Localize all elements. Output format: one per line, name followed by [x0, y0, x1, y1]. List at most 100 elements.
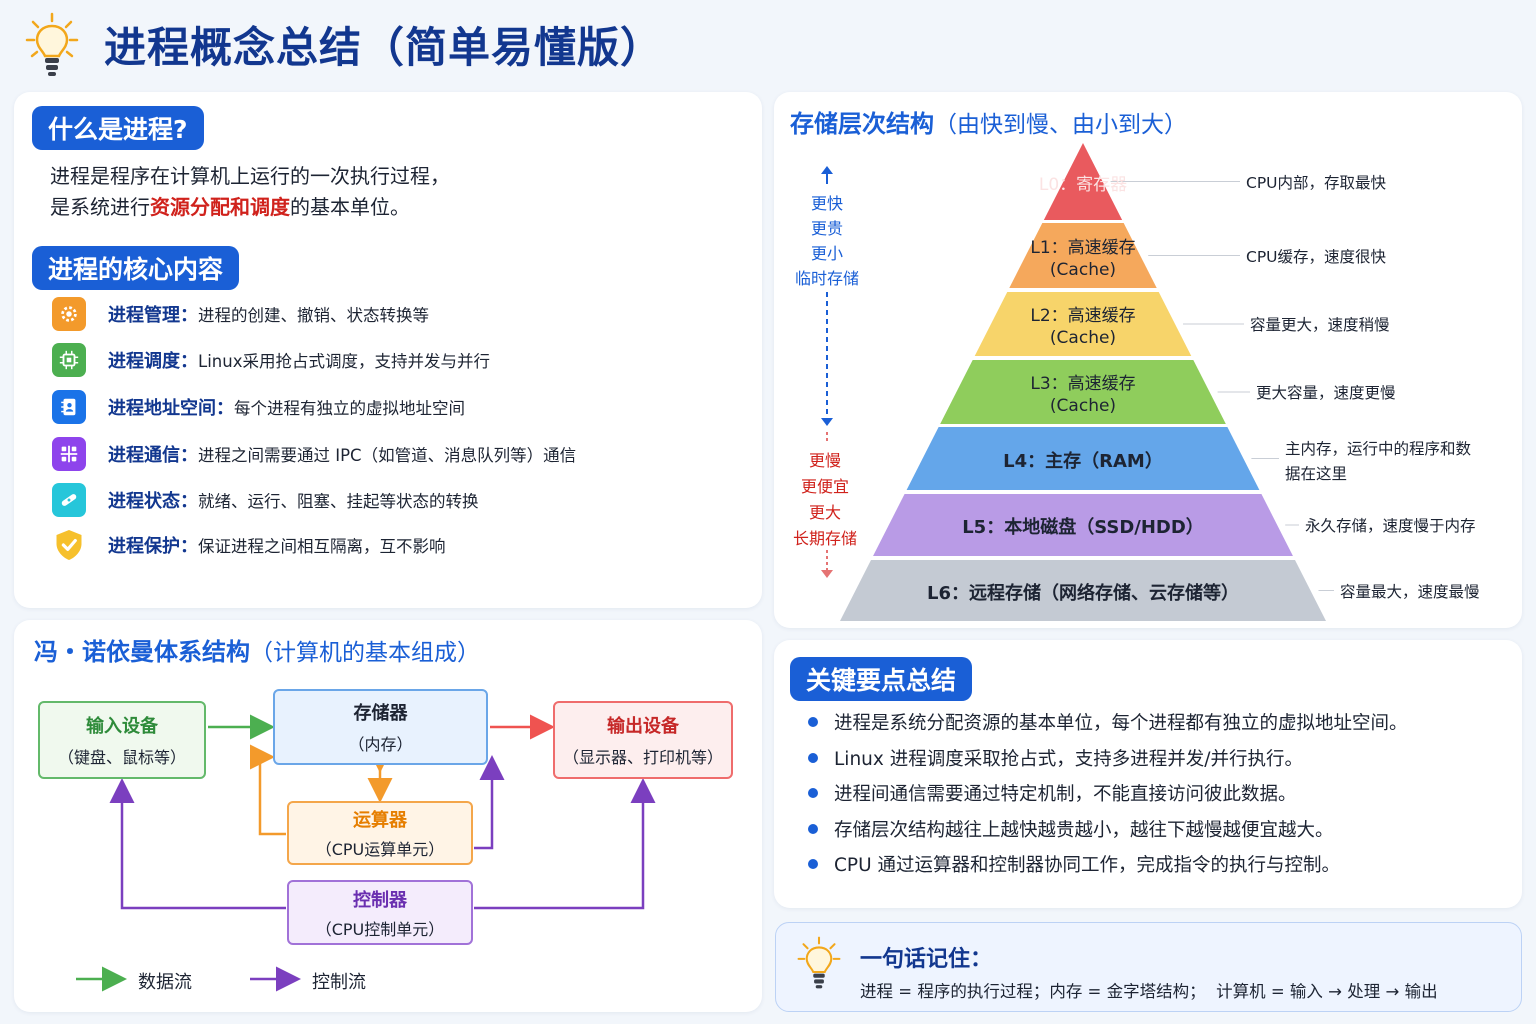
von-neumann-title-main: 冯・诺依曼体系结构: [34, 638, 250, 666]
shield-check-icon: [52, 528, 86, 562]
pyramid-top-word: 更贵: [810, 219, 843, 238]
remember-card: [775, 922, 1522, 1012]
arrow-down-icon: [821, 418, 833, 426]
pyramid-level-band: [1009, 223, 1157, 288]
remember-text: 进程 = 程序的执行过程；内存 = 金字塔结构； 计算机 = 输入 → 处理 →…: [860, 982, 1438, 1001]
pyramid-level-band: [840, 560, 1326, 621]
input-device-title: 输入设备: [86, 716, 158, 737]
definition-highlight: 资源分配和调度: [150, 195, 290, 219]
pyramid-bottom-word: 长期存储: [792, 529, 857, 548]
key-point-text: CPU 通过运算器和控制器协同工作，完成指令的执行与控制。: [834, 855, 1340, 876]
bullet-dot-icon: [808, 752, 818, 763]
output-device-sub: （显示器、打印机等）: [562, 748, 723, 767]
core-item-desc: 保证进程之间相互隔离，互不影响: [198, 537, 446, 556]
pyramid-level-name: L4：主存（RAM）: [1003, 450, 1163, 472]
storage-hierarchy-title-main: 存储层次结构: [790, 110, 934, 138]
lightbulb-icon: [24, 12, 80, 78]
pyramid-level-name: L0：寄存器: [1038, 174, 1128, 195]
core-item: 进程地址空间：每个进程有独立的虚拟地址空间: [52, 389, 465, 425]
pyramid-level-desc: 永久存储，速度慢于内存: [1305, 514, 1476, 536]
pyramid-level-label: L5：本地磁盘（SSD/HDD）: [883, 513, 1283, 539]
pyramid-level-desc: 容量更大，速度稍慢: [1250, 313, 1390, 335]
control-unit-title: 控制器: [353, 889, 407, 911]
core-item-desc: 每个进程有独立的虚拟地址空间: [234, 399, 465, 418]
pyramid-level-desc-line: CPU缓存，速度很快: [1246, 247, 1387, 266]
definition-line-2: 是系统进行资源分配和调度的基本单位。: [50, 191, 410, 220]
key-point-item: 进程间通信需要通过特定机制，不能直接访问彼此数据。: [808, 780, 1297, 806]
von-neumann-title: 冯・诺依曼体系结构（计算机的基本组成）: [34, 632, 480, 667]
core-item: 进程状态：就绪、运行、阻塞、挂起等状态的转换: [52, 482, 479, 518]
pyramid-level-band: [974, 292, 1192, 356]
key-point-item: 存储层次结构越往上越快越贵越小，越往下越慢越便宜越大。: [808, 816, 1334, 842]
pyramid-level-desc-line: 容量最大，速度最慢: [1340, 582, 1480, 601]
address-book-icon: [52, 390, 86, 424]
pyramid-level-desc-line: 更大容量，速度更慢: [1256, 384, 1396, 402]
control-unit-box: 控制器 （CPU控制单元）: [287, 880, 473, 945]
pyramid-level-label: L3：高速缓存(Cache): [883, 369, 1283, 416]
pyramid-level-label: L6：远程存储（网络存储、云存储等）: [883, 579, 1283, 605]
control-unit-sub: （CPU控制单元）: [315, 919, 445, 939]
pyramid-top-word: 更小: [810, 244, 843, 263]
arrow-up-icon: [821, 166, 833, 174]
remember-title: 一句话记住：: [860, 947, 993, 972]
alu-to-output-arrow: [474, 755, 505, 850]
pyramid-bottom-word: 更便宜: [800, 477, 849, 496]
key-points-pill: 关键要点总结: [790, 657, 973, 701]
core-item-desc: Linux采用抢占式调度，支持并发与并行: [198, 352, 490, 371]
pyramid-level-name: L2：高速缓存: [1030, 306, 1136, 326]
memory-sub: （内存）: [348, 735, 413, 754]
state-switch-icon: [52, 483, 86, 517]
pyramid-level-band: [906, 427, 1260, 490]
gear-icon: [52, 297, 86, 331]
legend-control-flow: 控制流: [312, 972, 366, 993]
pyramid-level-name: L1：高速缓存: [1030, 237, 1136, 258]
pyramid-level-desc: 更大容量，速度更慢: [1256, 381, 1396, 403]
bullet-dot-icon: [808, 859, 818, 869]
control-to-output-arrow: [474, 778, 656, 910]
control-to-input-arrow: [109, 778, 286, 910]
pyramid-level-name: L3：高速缓存: [1030, 374, 1136, 394]
pyramid-level-label: L1：高速缓存(Cache): [883, 233, 1283, 280]
pyramid-level-desc-line: 永久存储，速度慢于内存: [1305, 517, 1476, 535]
memory-title: 存储器: [353, 703, 408, 724]
network-icon: [52, 437, 86, 471]
output-device-box: 输出设备 （显示器、打印机等）: [553, 701, 733, 779]
core-item-title: 进程地址空间：: [108, 398, 234, 419]
pyramid-bottom-word: 更大: [808, 503, 841, 522]
definition-post: 的基本单位。: [290, 195, 410, 219]
pyramid-level-desc: CPU缓存，速度很快: [1246, 245, 1386, 267]
pyramid-level-desc: CPU内部，存取最快: [1246, 171, 1386, 193]
pyramid-level-sub: (Cache): [1049, 259, 1117, 280]
key-point-text: 进程是系统分配资源的基本单位，每个进程都有独立的虚拟地址空间。: [834, 713, 1408, 734]
pyramid-level-sub: (Cache): [1049, 328, 1117, 348]
pyramid-top-word: 临时存储: [794, 269, 859, 288]
core-item-title: 进程调度：: [108, 351, 198, 372]
core-item-title: 进程管理：: [108, 305, 198, 326]
legend-data-flow: 数据流: [138, 972, 192, 993]
input-device-box: 输入设备 （键盘、鼠标等）: [38, 701, 206, 779]
core-item-desc: 进程的创建、撤销、状态转换等: [198, 306, 429, 325]
what-is-process-pill: 什么是进程?: [32, 106, 204, 150]
bullet-dot-icon: [808, 788, 818, 798]
output-device-title: 输出设备: [607, 716, 679, 737]
core-item-desc: 就绪、运行、阻塞、挂起等状态的转换: [198, 492, 479, 511]
pyramid-level-desc-line: 据在这里: [1285, 464, 1348, 483]
pyramid-level-desc: 主内存，运行中的程序和数据在这里: [1285, 437, 1471, 484]
alu-title: 运算器: [353, 810, 407, 831]
definition-pre: 是系统进行: [50, 195, 150, 219]
pyramid-level-label: L2：高速缓存(Cache): [883, 301, 1283, 348]
pyramid-level-sub: (Cache): [1049, 396, 1117, 416]
core-item-title: 进程通信：: [108, 445, 198, 466]
key-point-text: Linux 进程调度采取抢占式，支持多进程并发/并行执行。: [834, 748, 1303, 770]
pyramid-level-name: L6：远程存储（网络存储、云存储等）: [927, 582, 1239, 604]
storage-hierarchy-subtitle: （由快到慢、由小到大）: [934, 112, 1187, 138]
pyramid-level-label: L0：寄存器: [883, 170, 1283, 195]
pyramid-level-desc-line: 容量更大，速度稍慢: [1250, 316, 1390, 334]
pyramid-level-band: [1043, 143, 1123, 220]
key-point-item: 进程是系统分配资源的基本单位，每个进程都有独立的虚拟地址空间。: [808, 709, 1408, 735]
core-item: 进程调度：Linux采用抢占式调度，支持并发与并行: [52, 342, 490, 378]
pyramid-level-name: L5：本地磁盘（SSD/HDD）: [962, 517, 1204, 538]
pyramid-level-desc-line: CPU内部，存取最快: [1246, 173, 1387, 192]
